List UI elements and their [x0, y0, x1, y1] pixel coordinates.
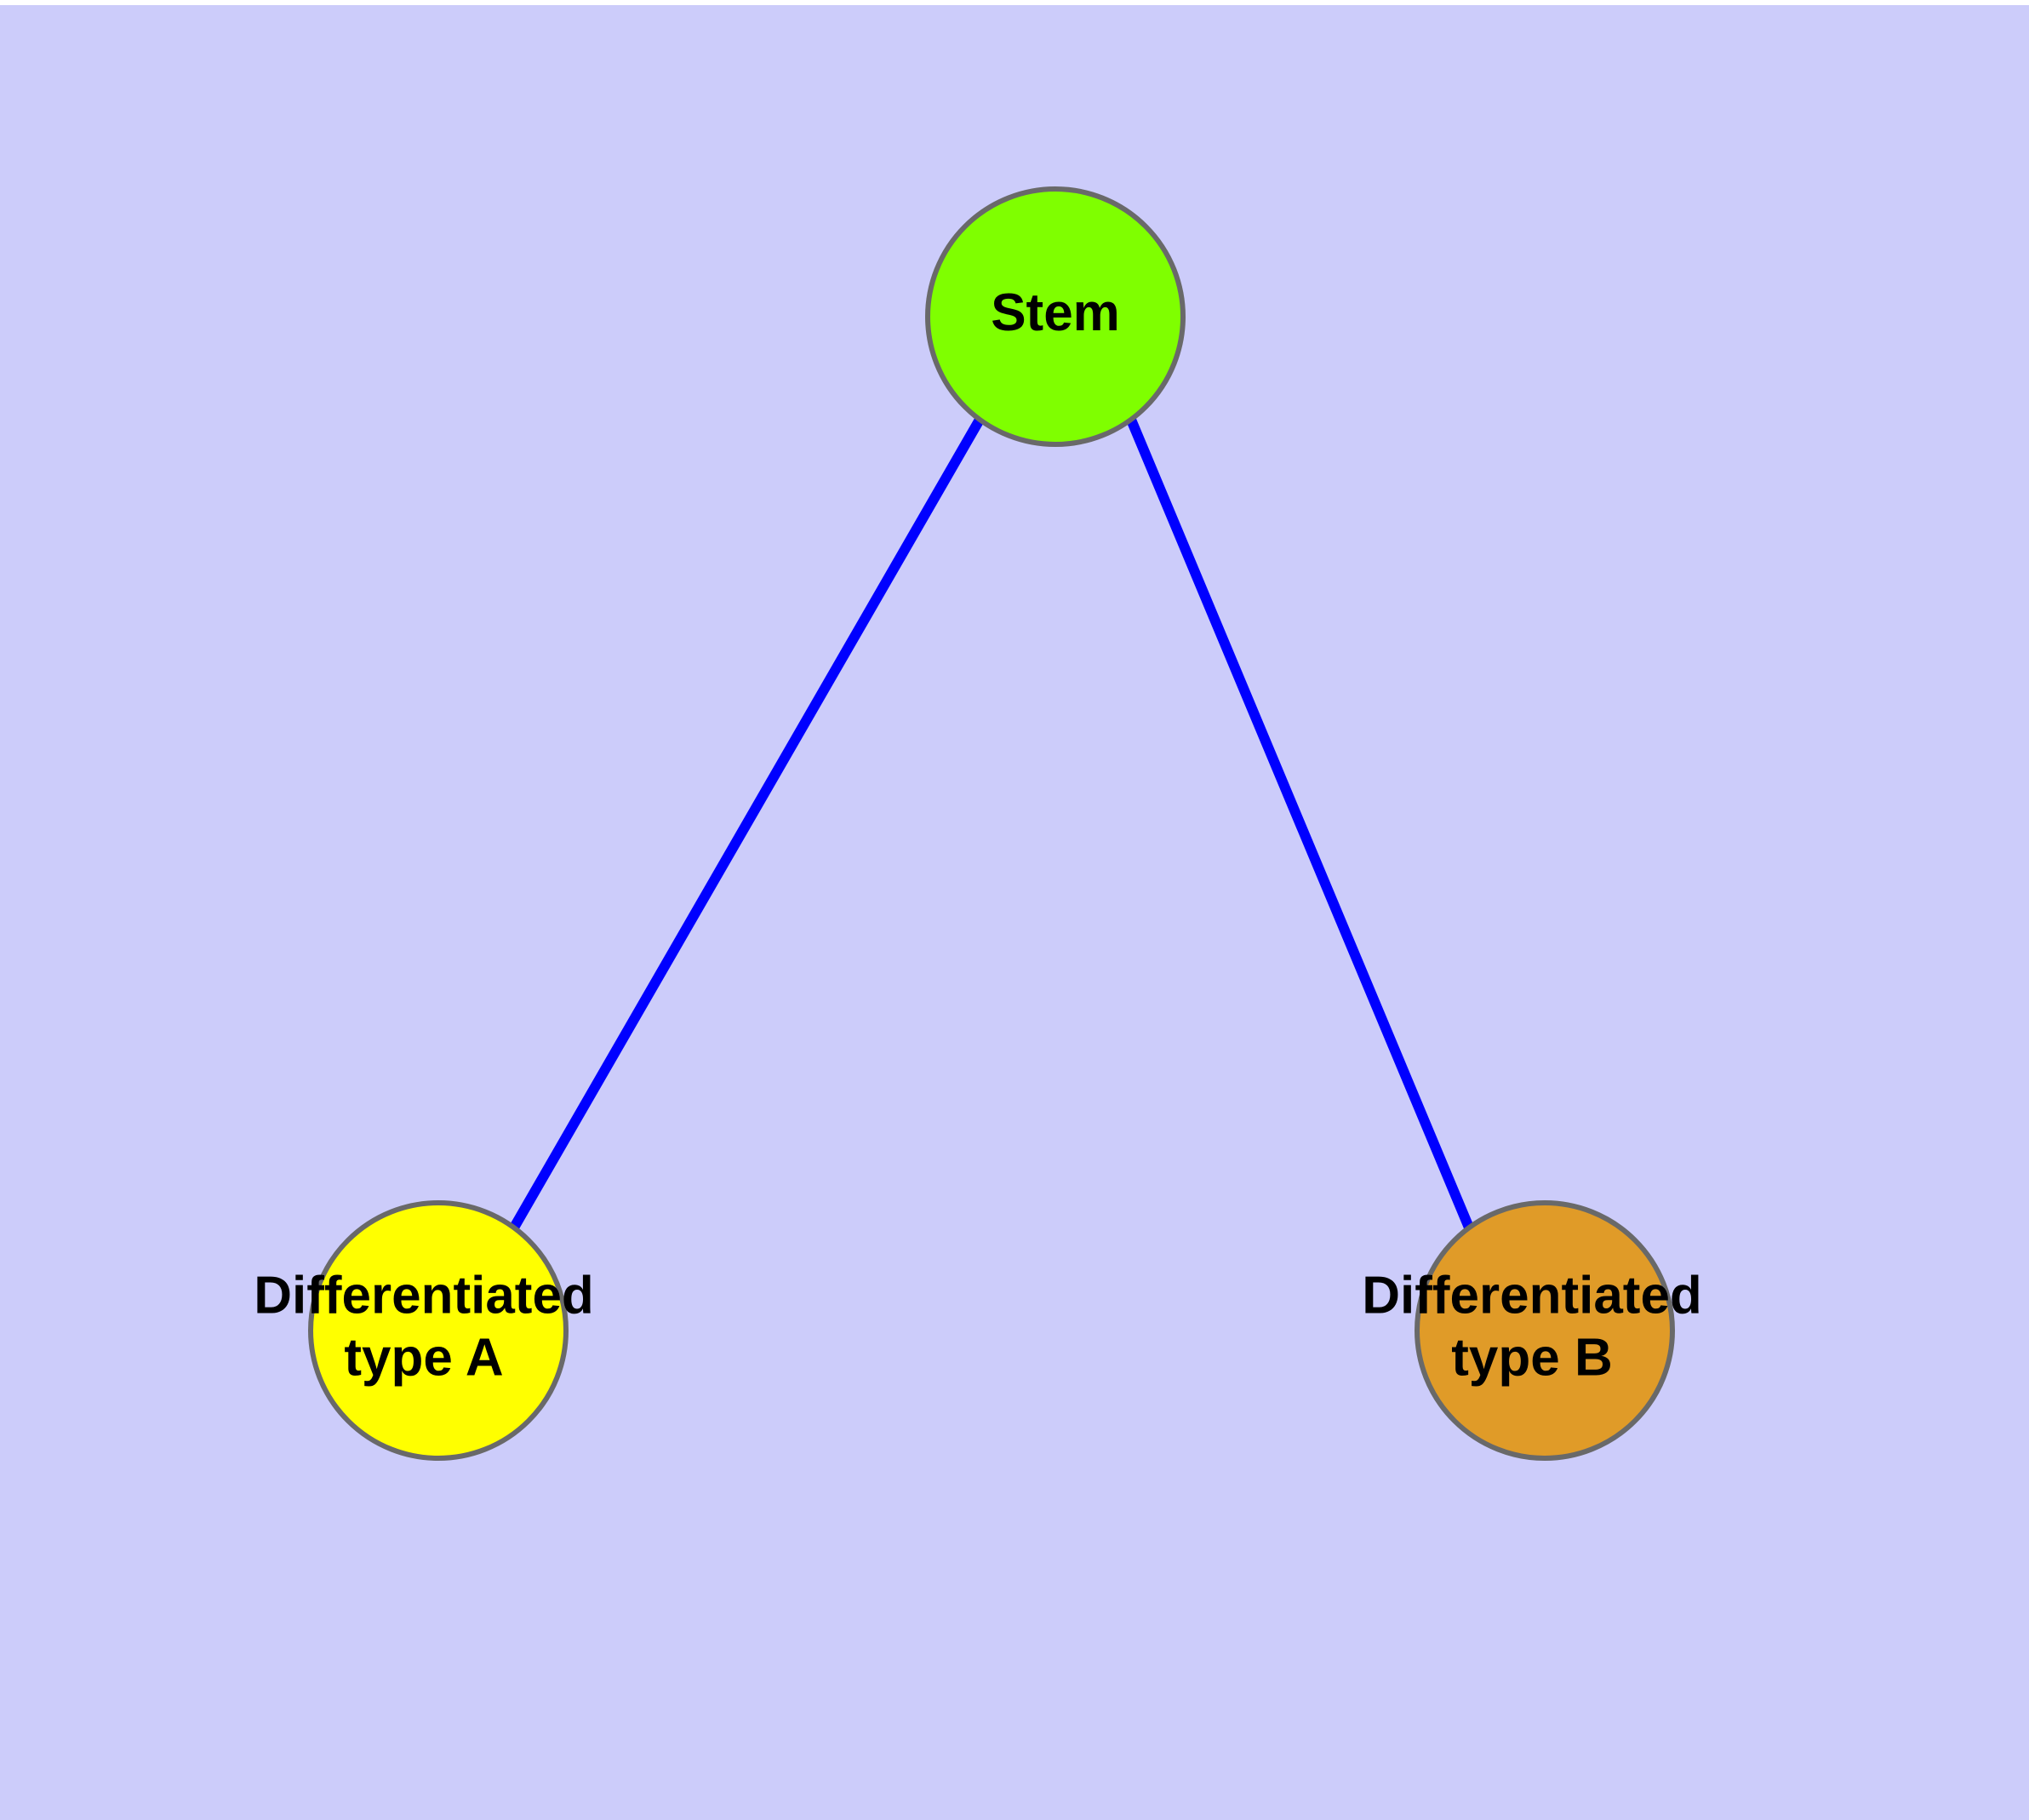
edge-stem-to-differentiated-type-a[interactable]: [509, 417, 985, 1230]
edge-stem-to-differentiated-type-b[interactable]: [1126, 417, 1474, 1230]
node-circle-differentiated-type-b[interactable]: [1415, 1200, 1675, 1461]
node-circle-differentiated-type-a[interactable]: [308, 1200, 569, 1461]
node-circle-stem[interactable]: [925, 186, 1186, 447]
node-label-stem: Stem: [991, 283, 1120, 342]
node-shape-layer: [308, 186, 1675, 1461]
edge-layer: [509, 417, 1474, 1230]
